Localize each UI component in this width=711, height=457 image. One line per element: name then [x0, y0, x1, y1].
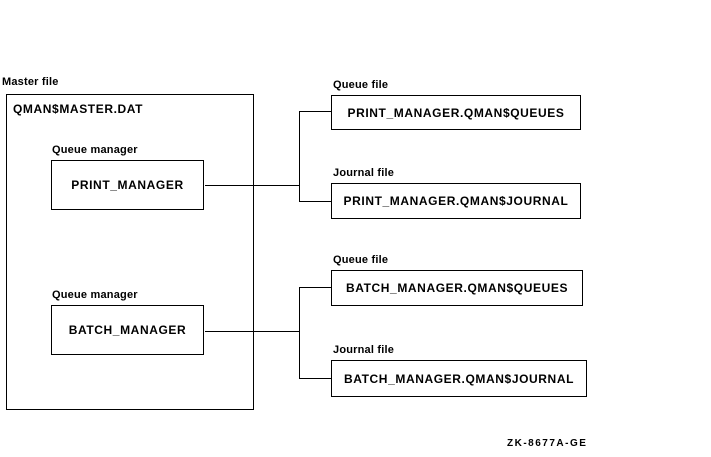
batch-journal-file-box: BATCH_MANAGER.QMAN$JOURNAL: [331, 360, 587, 397]
print-manager-connector-trunk: [299, 111, 300, 202]
print-manager-box: PRINT_MANAGER: [51, 160, 204, 210]
batch-manager-connector-stem: [205, 331, 300, 332]
print-manager-connector-to-queue-file: [299, 111, 332, 112]
print-manager-connector-stem: [205, 185, 300, 186]
master-file-label: Master file: [2, 76, 59, 88]
batch-manager-connector-trunk: [299, 287, 300, 379]
queue-manager-label-print: Queue manager: [52, 144, 138, 156]
master-file-box: [6, 94, 254, 410]
print-queue-file-box: PRINT_MANAGER.QMAN$QUEUES: [331, 95, 581, 130]
queue-file-label-batch: Queue file: [333, 254, 389, 266]
batch-manager-connector-to-journal-file: [299, 378, 332, 379]
batch-manager-name: BATCH_MANAGER: [68, 323, 187, 337]
queue-manager-label-batch: Queue manager: [52, 289, 138, 301]
figure-code: ZK-8677A-GE: [507, 438, 588, 449]
journal-file-label-print: Journal file: [333, 167, 395, 179]
print-journal-file-name: PRINT_MANAGER.QMAN$JOURNAL: [343, 194, 569, 208]
journal-file-label-batch: Journal file: [333, 344, 395, 356]
queue-file-label-print: Queue file: [333, 79, 389, 91]
batch-manager-connector-to-queue-file: [299, 287, 332, 288]
batch-queue-file-name: BATCH_MANAGER.QMAN$QUEUES: [345, 281, 569, 295]
print-journal-file-box: PRINT_MANAGER.QMAN$JOURNAL: [331, 183, 581, 219]
print-manager-connector-to-journal-file: [299, 201, 332, 202]
master-file-name: QMAN$MASTER.DAT: [13, 102, 144, 116]
print-manager-name: PRINT_MANAGER: [71, 178, 184, 192]
print-queue-file-name: PRINT_MANAGER.QMAN$QUEUES: [347, 105, 565, 120]
batch-queue-file-box: BATCH_MANAGER.QMAN$QUEUES: [331, 270, 583, 306]
batch-journal-file-name: BATCH_MANAGER.QMAN$JOURNAL: [343, 371, 575, 386]
batch-manager-box: BATCH_MANAGER: [51, 305, 204, 355]
